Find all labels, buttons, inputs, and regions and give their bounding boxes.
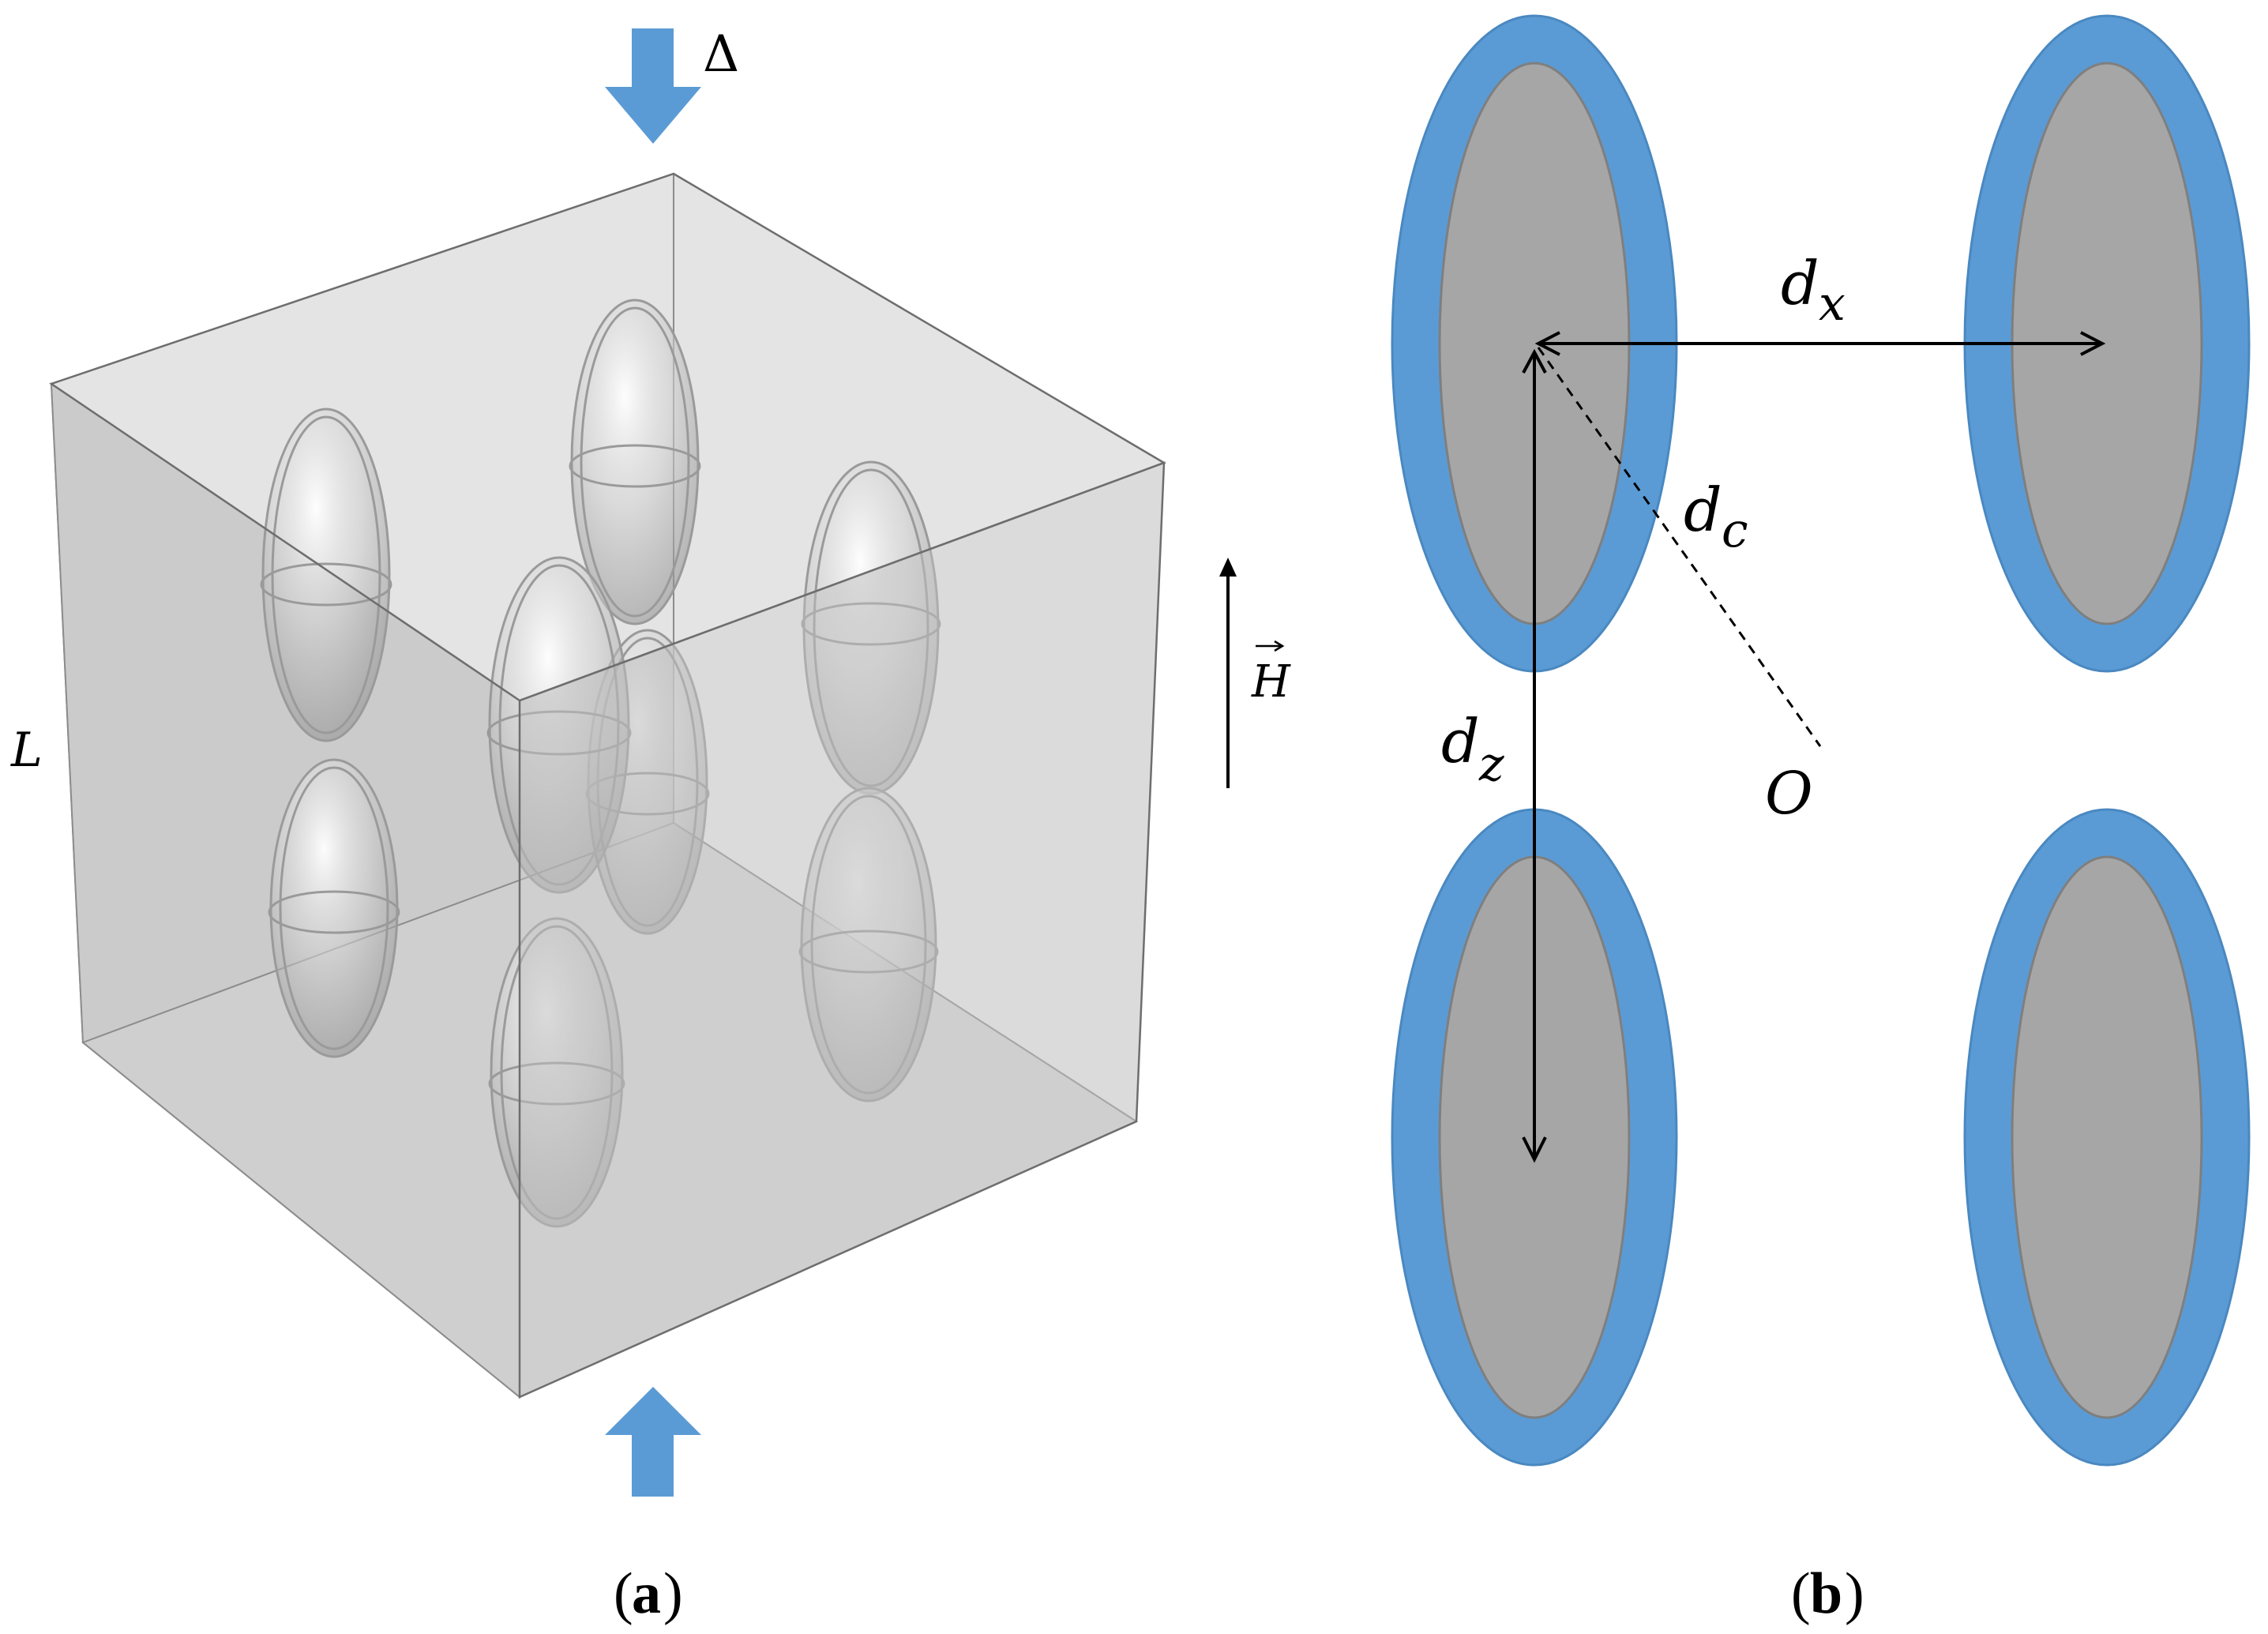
dx-arrow: [1534, 331, 2106, 356]
dz-label-main: d: [1441, 706, 1480, 776]
ellipsoid-back-center-upper: [569, 299, 701, 625]
field-arrow-head: [1219, 558, 1237, 577]
compression-arrow-bottom: [605, 1387, 701, 1497]
caption-b: ( b ): [1791, 1561, 1864, 1626]
svg-text:): ): [663, 1561, 683, 1626]
ellipsoid-back-left-upper: [260, 408, 392, 742]
panel-b: d x d c d z O ( b ): [1391, 14, 2251, 1626]
field-label: H: [1251, 640, 1291, 708]
cube-top-outline: [49, 172, 1166, 702]
caption-a-letter: a: [632, 1561, 661, 1626]
ellipsoid-back-left-lower: [268, 758, 400, 1058]
dc-label: d c: [1684, 475, 1748, 558]
particle-core: [2011, 855, 2203, 1419]
caption-b-letter: b: [1810, 1561, 1842, 1626]
field-vector-bar-head: [1274, 640, 1285, 652]
dz-label-sub: z: [1478, 737, 1504, 792]
dc-label-sub: c: [1722, 503, 1748, 558]
edge-length-label: L: [10, 723, 43, 778]
svg-text:(: (: [1791, 1561, 1811, 1626]
dx-label: d x: [1781, 248, 1846, 332]
origin-label: O: [1765, 760, 1813, 828]
dx-label-sub: x: [1819, 276, 1846, 332]
svg-text:(: (: [614, 1561, 633, 1626]
particle-top-left: [1391, 14, 1678, 673]
dx-label-main: d: [1781, 248, 1819, 318]
dc-dashed-line: [1537, 347, 1822, 747]
compression-arrow-top: [605, 28, 701, 144]
delta-label: Δ: [703, 25, 739, 84]
caption-a: ( a ): [614, 1561, 683, 1626]
dc-label-main: d: [1684, 475, 1722, 545]
field-label-text: H: [1251, 656, 1291, 708]
panel-a: Δ L H ( a ): [10, 25, 1291, 1626]
particle-bottom-right: [1963, 808, 2251, 1467]
svg-text:): ): [1845, 1561, 1864, 1626]
dz-label: d z: [1441, 706, 1504, 792]
dz-arrow: [1522, 348, 1547, 1163]
